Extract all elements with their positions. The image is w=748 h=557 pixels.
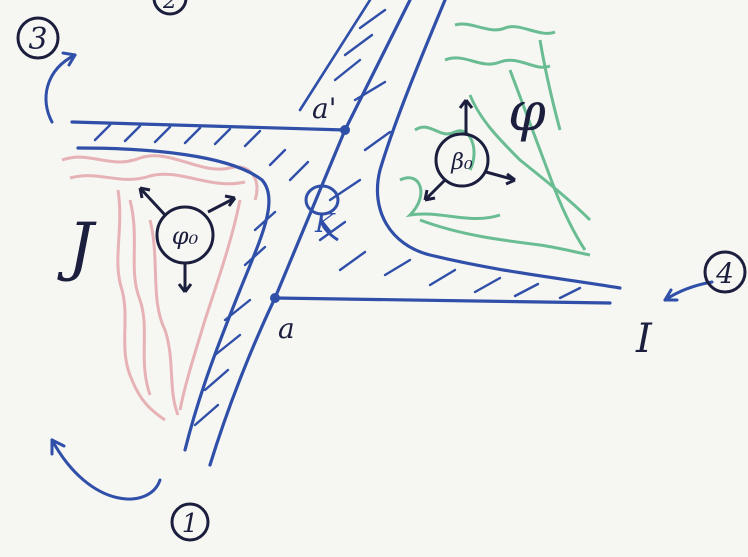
region-label-2-partial: 2 [154, 0, 186, 14]
label-field-right: φ [508, 80, 546, 143]
edge-strip-left [210, 298, 275, 465]
point-a [270, 293, 280, 303]
hatching [95, 10, 580, 425]
region-label-3: 3 [18, 18, 58, 58]
label-loop: K [314, 209, 336, 239]
green-shaded-region [400, 24, 590, 255]
label-curve-left: J [57, 210, 97, 284]
svg-text:2: 2 [162, 0, 177, 14]
region-label-4: 4 [705, 252, 745, 292]
label-a: a [278, 312, 295, 345]
svg-text:4: 4 [715, 257, 734, 290]
label-a-prime: a' [312, 92, 336, 125]
arrow-region-1 [52, 440, 160, 499]
edge-diagonal-lower [275, 130, 345, 298]
annotation-arrows [46, 53, 712, 499]
label-vertex-right: β₀ [450, 150, 473, 175]
edge-top-left [72, 122, 345, 130]
edge-upper-far [377, 0, 620, 288]
point-a-prime [340, 125, 350, 135]
region-label-1: 1 [172, 504, 208, 540]
svg-text:1: 1 [182, 509, 199, 539]
svg-text:3: 3 [28, 22, 47, 57]
label-curve-right: I [635, 316, 653, 362]
label-vertex-left: φ₀ [172, 222, 199, 250]
